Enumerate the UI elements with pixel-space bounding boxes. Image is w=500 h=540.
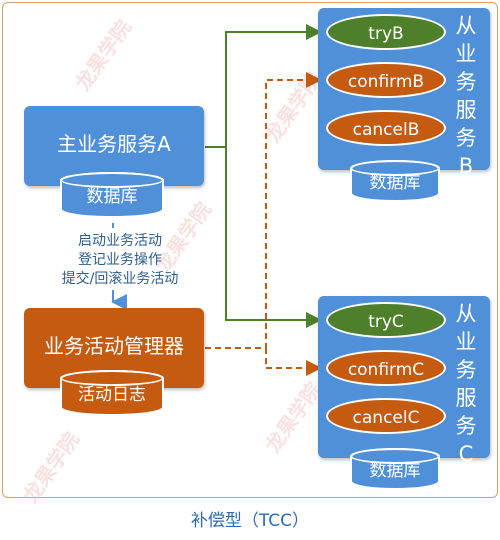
main-service-a-db: 数据库 bbox=[60, 172, 164, 218]
log-label: 活动日志 bbox=[78, 385, 146, 405]
confirm-line-B bbox=[205, 72, 322, 349]
confirmB-node: confirmB bbox=[326, 62, 446, 98]
service-b-label: 从 业 务 服 务 B bbox=[455, 14, 477, 178]
call-line-tryB bbox=[205, 24, 322, 148]
db-label: 数据库 bbox=[369, 173, 421, 193]
middle-note: 提交/回滚业务活动 bbox=[61, 271, 179, 287]
call-line-tryC bbox=[225, 147, 322, 328]
diagram-caption: 补偿型（TCC） bbox=[190, 511, 310, 531]
service-b-db: 数据库 bbox=[350, 160, 440, 202]
manager-title: 业务活动管理器 bbox=[44, 334, 184, 358]
middle-note: 登记业务操作 bbox=[78, 252, 162, 268]
cancelB-node: cancelB bbox=[326, 110, 446, 146]
confirm-line-C bbox=[265, 348, 322, 376]
tryB-node: tryB bbox=[326, 14, 446, 50]
main-service-a-title: 主业务服务A bbox=[57, 132, 171, 156]
activity-log-db: 活动日志 bbox=[60, 370, 164, 416]
business-activity-manager: 业务活动管理器 bbox=[24, 308, 204, 388]
confirmC-node: confirmC bbox=[326, 350, 446, 386]
middle-note: 启动业务活动 bbox=[78, 233, 162, 249]
tryC-node: tryC bbox=[326, 302, 446, 338]
service-c-label: 从 业 务 服 务 C bbox=[455, 302, 477, 466]
db-label: 数据库 bbox=[86, 187, 138, 207]
service-c-db: 数据库 bbox=[350, 448, 440, 490]
db-label: 数据库 bbox=[369, 461, 421, 481]
cancelC-node: cancelC bbox=[326, 398, 446, 434]
